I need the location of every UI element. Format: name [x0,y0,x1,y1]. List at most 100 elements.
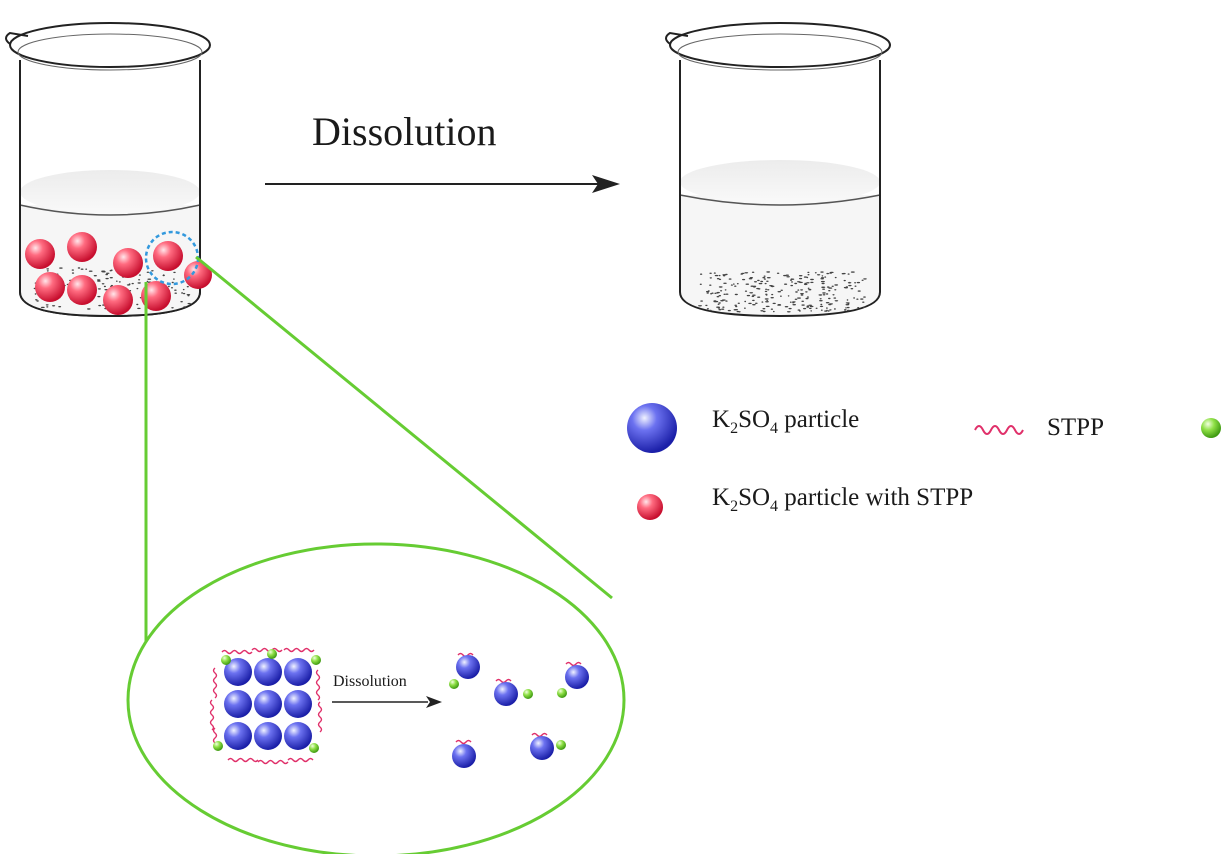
sediment-dot [847,273,850,275]
sediment-dot [834,300,839,302]
sediment-dot [708,309,712,312]
sediment-dot [788,307,792,310]
sediment-dot [770,308,774,310]
sediment-dot [829,271,834,274]
stpp-chains [209,647,323,765]
sediment-dot [814,272,817,274]
sediment-dot [828,290,831,292]
sediment-dot [723,282,727,284]
sediment-dot [800,293,804,295]
sediment-dot [834,289,837,291]
sediment-dot [764,290,768,293]
sediment-dot [798,275,803,277]
sediment-dot [791,281,793,283]
sediment-dot [699,273,703,275]
k2so4-sphere [530,736,554,760]
sediment-dot [847,282,852,284]
sediment-dot [71,269,75,271]
sediment-dot [766,300,769,302]
sediment-dot [170,287,174,289]
sediment-dot [699,283,702,285]
sediment-dot [803,283,808,286]
sediment-dot [718,274,721,277]
sediment-dot [761,301,764,303]
sediment-dot [744,272,749,274]
sediment-dot [116,280,118,282]
stpp-chain [212,667,218,699]
sediment-dot [853,297,855,299]
sediment-dot [820,309,823,311]
sediment-dot [847,303,850,305]
sediment-dot [698,305,702,307]
sediment-dot [810,278,814,281]
sediment-dot [833,308,836,310]
sediment-dot [736,283,739,285]
sediment-dot [46,306,49,308]
k2so4-sphere [284,722,312,750]
sediment-dot [717,303,720,305]
sediment-dot [819,305,824,308]
sediment-dot [765,305,770,308]
sediment-dot [109,277,113,279]
sediment-dot [137,307,141,310]
coated-particle [67,232,97,262]
coated-particle [113,248,143,278]
sediment-dot [820,278,825,280]
sediment-dot [765,301,769,303]
sediment-dot [751,271,755,273]
sediment-dot [34,293,37,295]
sediment-dot [36,300,39,302]
sediment-dot [809,305,814,308]
green-particle [556,740,566,750]
sediment-dot [709,284,712,286]
sediment-dot [147,278,152,280]
sediment-dot [718,278,722,281]
sediment-dot [744,290,748,292]
sediment-dot [753,281,758,283]
sediment-dot [795,291,798,293]
sediment-dot [713,272,716,274]
k2so4-sphere [224,690,252,718]
sediment-dot [724,289,727,291]
sediment-dots [698,271,867,313]
sediment-dot [725,273,728,276]
sediment-dot [784,306,789,308]
sediment-dot [850,271,855,273]
sediment-dot [789,301,792,303]
coated-particle [67,275,97,305]
green-particle [557,688,567,698]
k2so4-sphere [565,665,589,689]
sediment-dot [745,283,750,285]
sediment-dot [40,306,45,309]
k2so4-sphere [254,658,282,686]
sediment-dot [173,278,175,280]
sediment-dot [854,285,857,287]
sediment-dot [103,285,106,288]
sediment-dot [770,297,774,299]
sediment-dot [146,280,149,283]
sediment-dot [80,268,84,270]
sediment-dot [718,295,722,297]
legend-k2so4-label: K2SO4 particle [712,406,860,437]
sediment-dot [818,294,823,296]
sediment-dot [785,274,789,276]
green-particle [267,649,277,659]
sediment-dot [734,304,738,306]
sediment-dot [757,279,760,282]
sediment-dot [88,270,93,272]
sediment-dot [139,297,142,299]
sediment-dot [787,295,790,297]
sediment-dot [101,283,105,285]
sediment-dot [722,306,725,308]
sediment-dot [846,309,850,312]
coated-particle [184,261,212,289]
sediment-dot [709,272,712,274]
sediment-dot [843,279,846,282]
sediment-dot [834,276,837,279]
sediment-dot [709,277,712,279]
k2so4-sphere [284,690,312,718]
sediment-dot [744,307,746,309]
sediment-dot [806,306,810,308]
sediment-dot [763,278,766,280]
